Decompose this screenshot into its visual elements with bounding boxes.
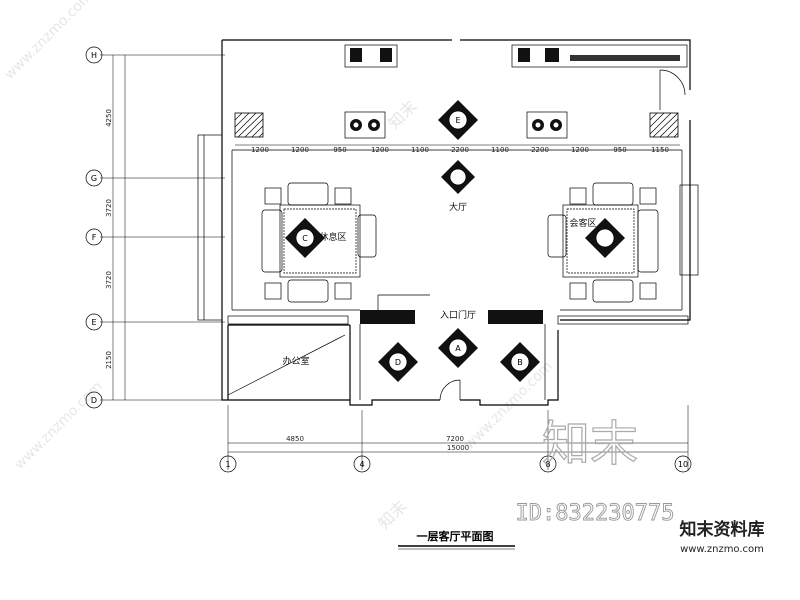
watermark-brand-2: 知末 xyxy=(374,497,410,533)
elevation-markers: E C A D B xyxy=(285,100,625,382)
watermark-site-1: www.znzmo.com xyxy=(2,0,96,83)
grid-axis-H: H xyxy=(85,46,103,64)
building-walls xyxy=(197,39,699,406)
watermark-id: ID:832230775 xyxy=(516,501,675,526)
watermark-brand-large: 知末 xyxy=(542,416,638,472)
svg-text:1: 1 xyxy=(225,460,230,469)
left-dim-4: 2150 xyxy=(105,351,113,369)
drawing-title-block: 一层客厅平面图 xyxy=(398,529,515,550)
elevation-marker-entrance: A xyxy=(438,328,478,368)
room-label-office: 办公室 xyxy=(282,355,309,367)
svg-text:D: D xyxy=(91,396,97,405)
elevation-marker-letter: C xyxy=(302,234,308,243)
left-dim-3: 3720 xyxy=(105,271,113,289)
elevation-marker-right xyxy=(585,218,625,258)
left-lounge-furniture xyxy=(261,182,377,303)
watermark-block: 知末 ID:832230775 知末资料库 www.znzmo.com xyxy=(515,415,765,555)
elevation-marker-hall xyxy=(441,160,475,194)
entrance-assembly xyxy=(227,294,689,401)
svg-text:H: H xyxy=(91,51,97,60)
hatched-columns xyxy=(234,112,679,138)
grid-axis-10: 10 xyxy=(674,455,692,473)
elevation-marker-letter: B xyxy=(517,358,523,367)
top-dim-label: 950 xyxy=(613,146,626,154)
room-label-left-lounge: 休息区 xyxy=(319,231,346,243)
room-label-right-lounge: 会客区 xyxy=(569,217,596,229)
right-lounge-furniture xyxy=(547,182,659,303)
svg-text:4: 4 xyxy=(359,460,364,469)
elevation-marker-letter: E xyxy=(455,116,460,125)
svg-text:10: 10 xyxy=(678,460,688,469)
grid-axis-G: G xyxy=(85,169,103,187)
room-label-entrance: 入口门厅 xyxy=(440,309,476,321)
svg-text:E: E xyxy=(91,318,96,327)
top-equipment xyxy=(235,44,688,146)
left-dimension-chain: 4250 3720 3720 2150 xyxy=(100,54,225,401)
top-dim-label: 1100 xyxy=(491,146,509,154)
top-dim-label: 1150 xyxy=(651,146,669,154)
watermark-site: www.znzmo.com xyxy=(680,544,764,555)
drawing-title: 一层客厅平面图 xyxy=(417,529,494,543)
elevation-marker-left: C xyxy=(285,218,325,258)
top-dim-label: 2200 xyxy=(451,146,469,154)
watermark-brand-full: 知末资料库 xyxy=(679,519,765,540)
svg-text:8: 8 xyxy=(545,460,550,469)
grid-axis-E: E xyxy=(85,313,103,331)
top-dim-label: 1200 xyxy=(291,146,309,154)
top-dim-label: 1200 xyxy=(251,146,269,154)
bottom-dim-1: 4850 xyxy=(286,435,304,443)
left-dim-2: 3720 xyxy=(105,199,113,217)
svg-text:F: F xyxy=(92,233,97,242)
grid-axis-F: F xyxy=(85,228,103,246)
bottom-grid-axes: 1 4 8 10 xyxy=(219,455,692,473)
room-label-hall: 大厅 xyxy=(449,201,467,213)
svg-text:G: G xyxy=(91,174,97,183)
elevation-marker-letter: D xyxy=(395,358,401,367)
bottom-dimension-chain: 4850 7200 15000 xyxy=(227,405,689,470)
elevation-marker-b: B xyxy=(500,342,540,382)
bottom-dim-total: 15000 xyxy=(447,444,469,452)
top-dim-label: 1200 xyxy=(371,146,389,154)
bottom-dim-2: 7200 xyxy=(446,435,464,443)
grid-axis-D: D xyxy=(85,391,103,409)
elevation-marker-top: E xyxy=(438,100,478,140)
grid-axis-1: 1 xyxy=(219,455,237,473)
top-dim-label: 1100 xyxy=(411,146,429,154)
watermark-diagonal: www.znzmo.com www.znzmo.com www.znzmo.co… xyxy=(2,0,556,533)
watermark-brand-1: 知末 xyxy=(384,97,420,133)
grid-axis-4: 4 xyxy=(353,455,371,473)
top-dim-label: 950 xyxy=(333,146,346,154)
left-grid-axes: H G F E D xyxy=(85,46,103,409)
elevation-marker-office-right: D xyxy=(378,342,418,382)
elevation-marker-letter: A xyxy=(455,344,461,353)
top-dim-label: 1200 xyxy=(571,146,589,154)
grid-axis-8: 8 xyxy=(539,455,557,473)
room-labels: 休息区 会客区 大厅 入口门厅 办公室 xyxy=(282,201,596,367)
left-dim-1: 4250 xyxy=(105,109,113,127)
top-dim-label: 2200 xyxy=(531,146,549,154)
